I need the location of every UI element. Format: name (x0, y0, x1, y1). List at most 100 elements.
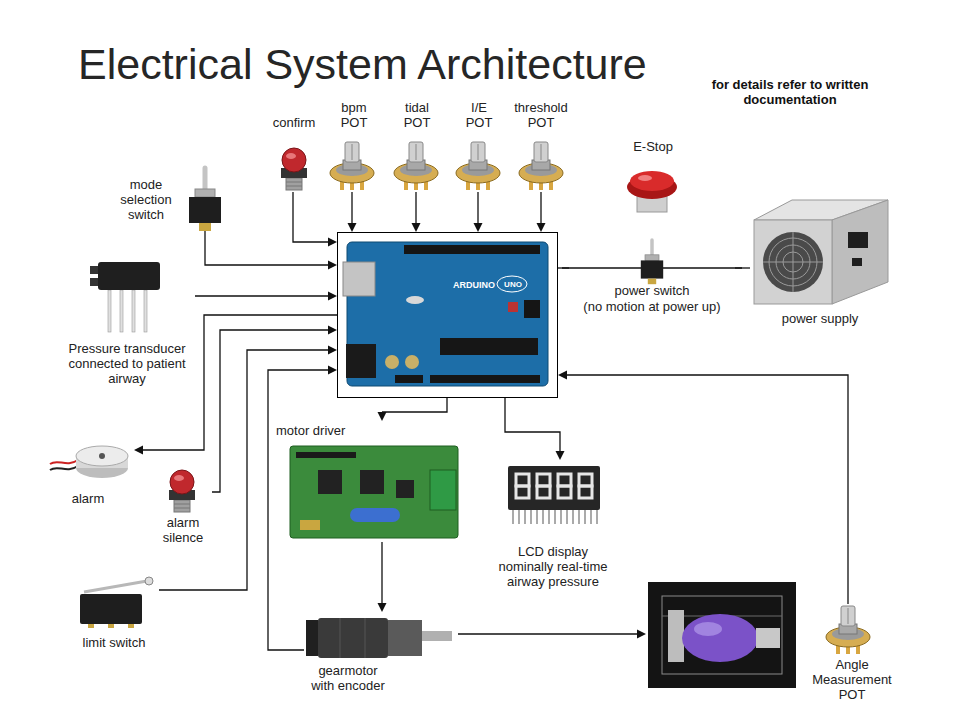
power-supply-icon (754, 200, 888, 304)
motor-driver: motor driver (273, 421, 462, 542)
arrowhead (537, 223, 546, 232)
component-label: ARDUINO (447, 280, 501, 290)
limit-switch-icon (80, 577, 153, 628)
component-label: UNO (500, 280, 526, 289)
potentiometer: threshold POT (507, 98, 575, 192)
emergency-stop: E-Stop (617, 137, 689, 214)
component-label: gearmotor with encoder (307, 664, 389, 694)
text-slot: tidal POT (396, 101, 438, 131)
component-label: I/E POT (458, 101, 500, 131)
component-label: power switch (602, 284, 702, 299)
text-slot: (no motion at power up) (572, 300, 732, 315)
connector (735, 268, 750, 269)
component-label: alarm silence (157, 516, 209, 546)
estop-icon (627, 171, 677, 212)
component-label: Angle Measurement POT (809, 658, 895, 703)
connector-line (567, 375, 848, 604)
connector (537, 192, 546, 232)
connector-line (381, 542, 382, 603)
pressure-transducer-icon (90, 262, 160, 332)
text-slot: motor driver (276, 424, 366, 439)
component-label: E-Stop (620, 140, 686, 155)
text-slot: Angle Measurement POT (809, 658, 895, 703)
arrowhead (328, 238, 337, 247)
push-button: alarm silence (154, 470, 212, 554)
potentiometer: Angle Measurement POT (806, 604, 898, 706)
text-slot: ARDUINO (447, 280, 501, 290)
controller-box: ARDUINOUNO (337, 232, 558, 398)
text-slot: for details refer to written documentati… (700, 78, 880, 108)
arrowhead (474, 223, 483, 232)
text-slot: UNO (500, 280, 526, 289)
diagram-title: Electrical System Architecture (78, 40, 718, 89)
text-slot: power switch (602, 284, 702, 299)
connector-line (382, 398, 447, 412)
connector-line (205, 231, 328, 265)
component-label: (no motion at power up) (572, 300, 732, 315)
gearmotor: gearmotor with encoder (304, 612, 454, 704)
toggle-switch: power switch(no motion at power up) (569, 236, 735, 320)
text-slot: alarm silence (157, 516, 209, 546)
potentiometer: bpm POT (330, 98, 378, 192)
connector-line (268, 370, 328, 650)
text-slot: E-Stop (620, 140, 686, 155)
text-slot: Pressure transducer connected to patient… (62, 342, 192, 387)
connector-line (195, 295, 328, 296)
connector (195, 292, 337, 301)
component-label: LCD display nominally real-time airway p… (493, 545, 613, 590)
arrowhead (378, 603, 387, 612)
connector (558, 268, 569, 269)
arrowhead (412, 223, 421, 232)
connector-line (415, 192, 416, 223)
alarm-silence-icon (169, 470, 195, 512)
text-slot: power supply (770, 312, 870, 327)
arrowhead (328, 346, 337, 355)
connector (505, 398, 565, 460)
push-button: confirm (261, 113, 327, 192)
connector (293, 192, 337, 247)
component-label: motor driver (276, 424, 366, 439)
arrowhead (328, 261, 337, 270)
connector-line (293, 192, 328, 242)
motor-driver-board (290, 446, 458, 538)
ventilator-photo (648, 582, 796, 688)
arrowhead (328, 292, 337, 301)
buzzer: alarm (44, 436, 134, 512)
potentiometer: tidal POT (393, 98, 441, 192)
component-label: Pressure transducer connected to patient… (62, 342, 192, 387)
text-slot: confirm (264, 116, 324, 131)
connector-line (212, 330, 328, 492)
arduino-board (343, 242, 548, 386)
connector (205, 231, 337, 270)
buzzer-icon (50, 446, 128, 478)
text-slot: I/E POT (458, 101, 500, 131)
connector-line (558, 267, 569, 268)
arrowhead (134, 446, 143, 455)
connector (474, 192, 483, 232)
arrowhead (348, 223, 357, 232)
connector (159, 346, 337, 591)
pressure-sensor: Pressure transducer connected to patient… (59, 256, 195, 392)
component-label: confirm (264, 116, 324, 131)
component-label: limit switch (72, 636, 156, 651)
seven-segment-display (508, 466, 600, 517)
component-label: bpm POT (334, 101, 374, 131)
arrowhead (328, 326, 337, 335)
gearmotor-icon (306, 618, 452, 658)
text-slot: gearmotor with encoder (307, 664, 389, 694)
power-switch-icon (562, 240, 742, 284)
text-slot: limit switch (72, 636, 156, 651)
component-label: mode selection switch (114, 178, 178, 223)
connector-line (540, 192, 541, 223)
arrowhead (328, 366, 337, 375)
text-slot: threshold POT (510, 101, 572, 131)
text-slot: Electrical System Architecture (78, 40, 718, 89)
connector (378, 542, 387, 612)
connector (348, 192, 357, 232)
text-slot: LCD display nominally real-time airway p… (493, 545, 613, 590)
arrowhead (556, 451, 565, 460)
mode-switch-icon (189, 168, 221, 231)
connector-line (351, 192, 352, 223)
connector (412, 192, 421, 232)
